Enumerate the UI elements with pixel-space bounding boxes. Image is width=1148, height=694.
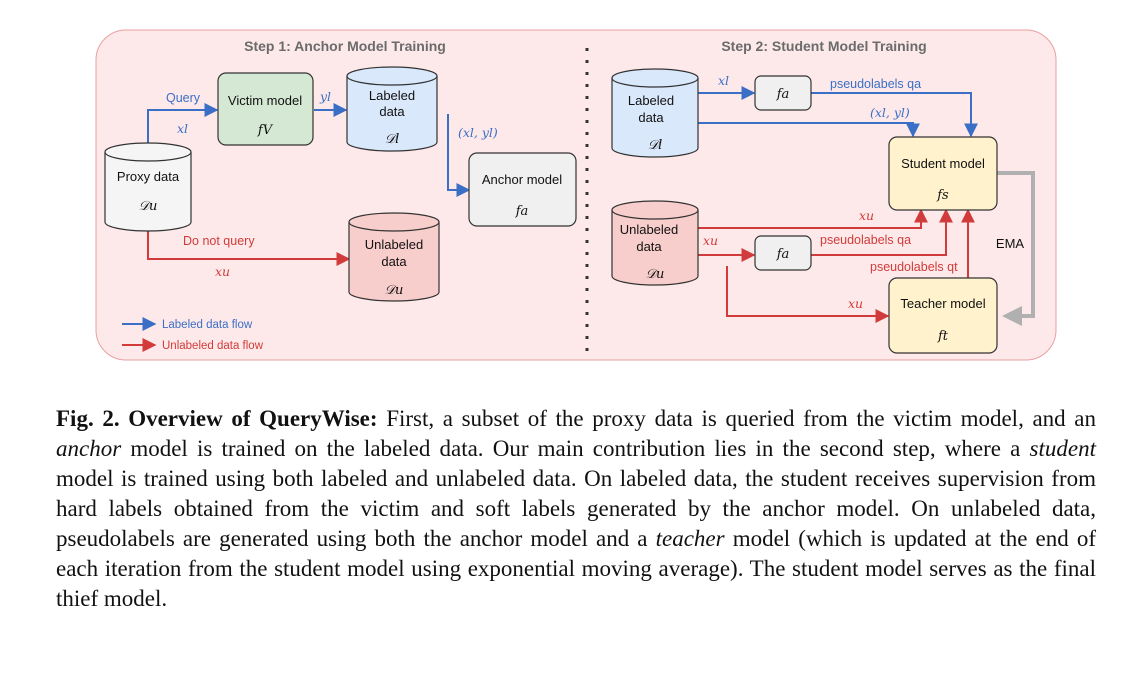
edge-yl-label: yl — [319, 89, 331, 104]
proxy-data-label: Proxy data — [117, 169, 180, 184]
proxy-data-node: Proxy data 𝒟u — [104, 142, 192, 232]
legend-labeled-text: Labeled data flow — [162, 319, 253, 331]
unlabeled-data-node-step2: Unlabeled data 𝒟u — [611, 200, 699, 286]
legend: Labeled data flow Unlabeled data flow — [122, 317, 264, 352]
edge-query — [147, 103, 219, 150]
edge-labeled-anchor — [447, 114, 471, 197]
caption-em-anchor: anchor — [56, 436, 122, 461]
edge-unlabeled-teacher — [726, 266, 890, 323]
labeled-data-label2-step1: data — [379, 104, 405, 119]
edge-ema-label: EMA — [996, 236, 1025, 251]
unlabeled-data-symbol-step1: 𝒟u — [385, 283, 404, 298]
unlabeled-data-label2-step2: data — [636, 239, 662, 254]
overview-diagram: Step 1: Anchor Model Training Step 2: St… — [95, 29, 1057, 361]
step1-title: Step 1: Anchor Model Training — [244, 38, 446, 54]
caption-em-student: student — [1029, 436, 1096, 461]
edge-unlabeled-student — [698, 208, 928, 229]
victim-model-label: Victim model — [228, 93, 302, 108]
labeled-data-symbol-step2: 𝒟l — [648, 138, 663, 153]
unlabeled-data-label2-step1: data — [381, 254, 407, 269]
caption-part2: model is trained on the labeled data. Ou… — [121, 436, 1030, 461]
student-model-label: Student model — [901, 156, 985, 171]
teacher-model-label: Teacher model — [900, 296, 985, 311]
caption-em-teacher: teacher — [655, 526, 725, 551]
edge-xl-yl-anchor-label: (xl, yl) — [458, 125, 498, 140]
anchor-model-label: Anchor model — [482, 172, 562, 187]
edge-query-label: Query — [166, 91, 201, 105]
edge-xu-student-label: xu — [859, 208, 874, 223]
anchor-fa-mid-symbol: fa — [776, 247, 790, 262]
victim-model-symbol: fV — [257, 123, 274, 138]
edge-ema — [997, 171, 1035, 326]
caption-part3: model is trained using both labeled and … — [56, 466, 1096, 551]
labeled-data-label1-step2: Labeled — [628, 93, 674, 108]
edge-pseudolabels-qa-top-label: pseudolabels qa — [830, 77, 921, 91]
anchor-model-node: Anchor model fa — [468, 152, 577, 227]
anchor-fa-top-symbol: fa — [776, 87, 790, 102]
edge-xu-fa-label: xu — [703, 233, 718, 248]
edge-fa-mid-student — [811, 208, 953, 256]
legend-unlabeled-text: Unlabeled data flow — [162, 340, 264, 352]
edge-xl-fa-label: xl — [718, 73, 729, 88]
student-model-node: Student model fs — [888, 136, 998, 211]
unlabeled-data-label1-step1: Unlabeled — [365, 237, 424, 252]
unlabeled-data-symbol-step2: 𝒟u — [646, 267, 665, 282]
figure-caption: Fig. 2. Overview of QueryWise: First, a … — [56, 404, 1096, 614]
anchor-fa-top-node: fa — [754, 75, 812, 111]
edge-do-not-query — [147, 228, 351, 266]
edge-pseudolabels-qt-label: pseudolabels qt — [870, 260, 958, 274]
victim-model-node: Victim model fV — [217, 72, 314, 146]
edge-xl-yl-student-label: (xl, yl) — [870, 105, 910, 120]
teacher-model-symbol: ft — [937, 329, 949, 344]
caption-part4: model (which is updated at the end of ea… — [56, 526, 1096, 611]
labeled-data-label1-step1: Labeled — [369, 88, 415, 103]
student-model-symbol: fs — [936, 188, 949, 203]
unlabeled-data-node-step1: Unlabeled data 𝒟u — [348, 212, 440, 302]
teacher-model-node: Teacher model ft — [888, 277, 998, 354]
labeled-data-symbol-step1: 𝒟l — [385, 132, 400, 147]
edge-xu-proxy-label: xu — [215, 264, 230, 279]
edge-xu-teacher-label: xu — [848, 296, 863, 311]
edge-labeled-student — [698, 122, 920, 138]
edge-xl-proxy-label: xl — [177, 121, 188, 136]
labeled-data-node-step2: Labeled data 𝒟l — [611, 68, 699, 158]
caption-part1: First, a subset of the proxy data is que… — [377, 406, 1097, 431]
proxy-data-symbol: 𝒟u — [139, 199, 158, 214]
edge-pseudolabels-qa-mid-label: pseudolabels qa — [820, 233, 911, 247]
edge-fa-top-student — [811, 92, 978, 138]
labeled-data-node-step1: Labeled data 𝒟l — [346, 66, 438, 152]
anchor-fa-mid-node: fa — [754, 235, 812, 271]
caption-fig-label: Fig. 2. Overview of QueryWise: — [56, 406, 378, 431]
unlabeled-data-label1-step2: Unlabeled — [620, 222, 679, 237]
step2-title: Step 2: Student Model Training — [721, 38, 926, 54]
anchor-model-symbol: fa — [515, 204, 529, 219]
labeled-data-label2-step2: data — [638, 110, 664, 125]
edge-do-not-query-label: Do not query — [183, 234, 255, 248]
